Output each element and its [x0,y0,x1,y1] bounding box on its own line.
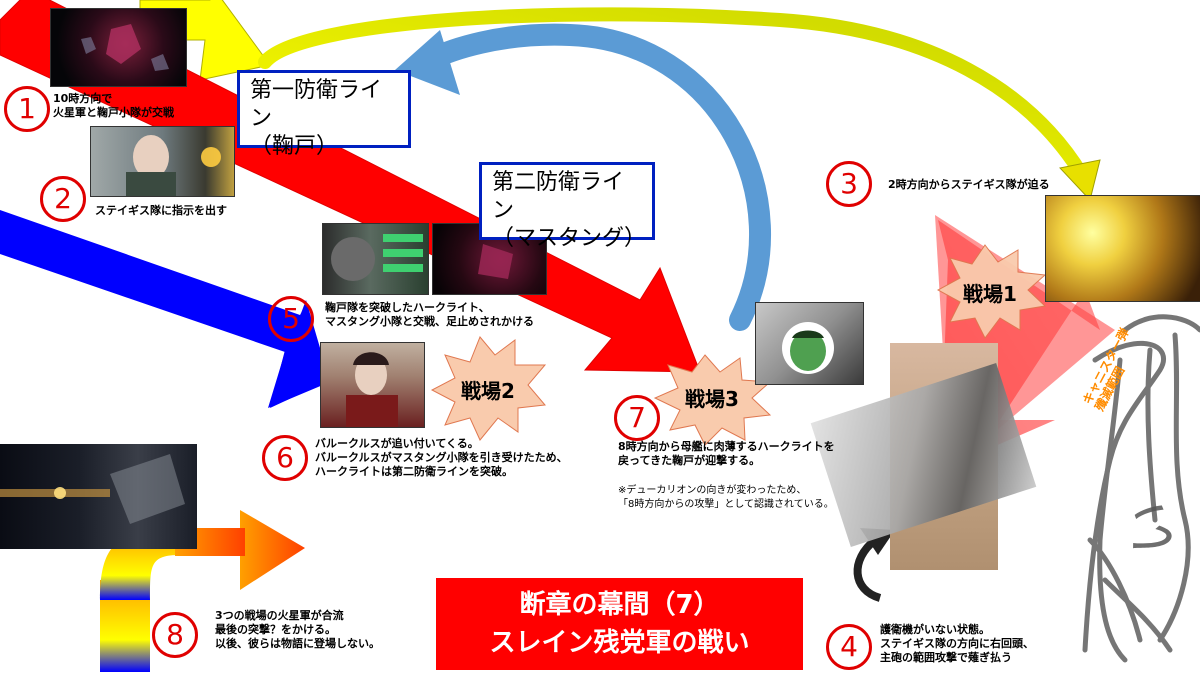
step-number-5: 5 [268,296,314,342]
screenshot-mars-mecha [50,8,187,87]
title-box: 断章の幕間（7） スレイン残党軍の戦い [436,578,803,670]
first-defense-line-box: 第一防衛ライン （鞠戸） [237,70,411,159]
title-line-2: スレイン残党軍の戦い [489,628,750,658]
caption-6: バルークルスが追い付いてくる。 バルークルスがマスタング小隊を引き受けたため、 … [315,437,568,478]
screenshot-green-pilot [755,302,864,385]
battle-label-3: 戦場3 [685,387,739,411]
hand-scribble [1082,314,1200,663]
burst-battle2 [430,336,547,441]
screenshot-space-fleet [0,444,197,549]
caption-1: 10時方向で 火星軍と鞠戸小隊が交戦 [53,92,174,119]
screenshot-yellow-explosion [1045,195,1200,302]
second-defense-line-box: 第二防衛ライン （マスタング） [479,162,655,251]
step-number-4: 4 [826,624,872,670]
burst-battle1 [936,244,1047,339]
step-number-1: 1 [4,86,50,132]
screenshot-cockpit-pilot [90,126,235,197]
step-number-3: 3 [826,161,872,207]
screenshot-mecha-panels [322,223,429,295]
step-number-2: 2 [40,176,86,222]
battle-label-1: 戦場1 [963,282,1017,306]
rotate-arrow-icon [853,536,882,602]
hand-text: いわ [1121,501,1184,555]
blue-return-arrow [419,23,772,331]
caption-5: 鞠戸隊を突破したハークライト、 マスタング小隊と交戦、足止めされかける [325,301,534,328]
caption-2: ステイギス隊に指示を出す [95,204,227,217]
caption-7: 8時方向から母艦に肉薄するハークライトを 戻ってきた鞠戸が迎撃する。 [618,440,835,467]
step-number-7: 7 [614,395,660,441]
caption-3: 2時方向からステイギス隊が迫る [888,178,1050,191]
screenshot-balukruce-portrait [320,342,425,428]
caption-8: 3つの戦場の火星軍が合流 最後の突撃？をかける。 以後、彼らは物語に登場しない。 [215,609,380,650]
caption-4: 護衛機がいない状態。 ステイギス隊の方向に右回頭、 主砲の範囲攻撃で薙ぎ払う [880,623,1034,664]
step-number-8: 8 [152,612,198,658]
burst-battle3 [653,354,772,446]
title-line-1: 断章の幕間（7） [519,590,720,620]
step-number-6: 6 [262,435,308,481]
caption-7-note: ※デューカリオンの向きが変わったため、 「8時方向からの攻撃」として認識されてい… [618,485,834,510]
battle-label-2: 戦場2 [461,379,515,403]
arrow-8-head [240,510,305,590]
yellow-curved-arrow [258,7,1089,182]
